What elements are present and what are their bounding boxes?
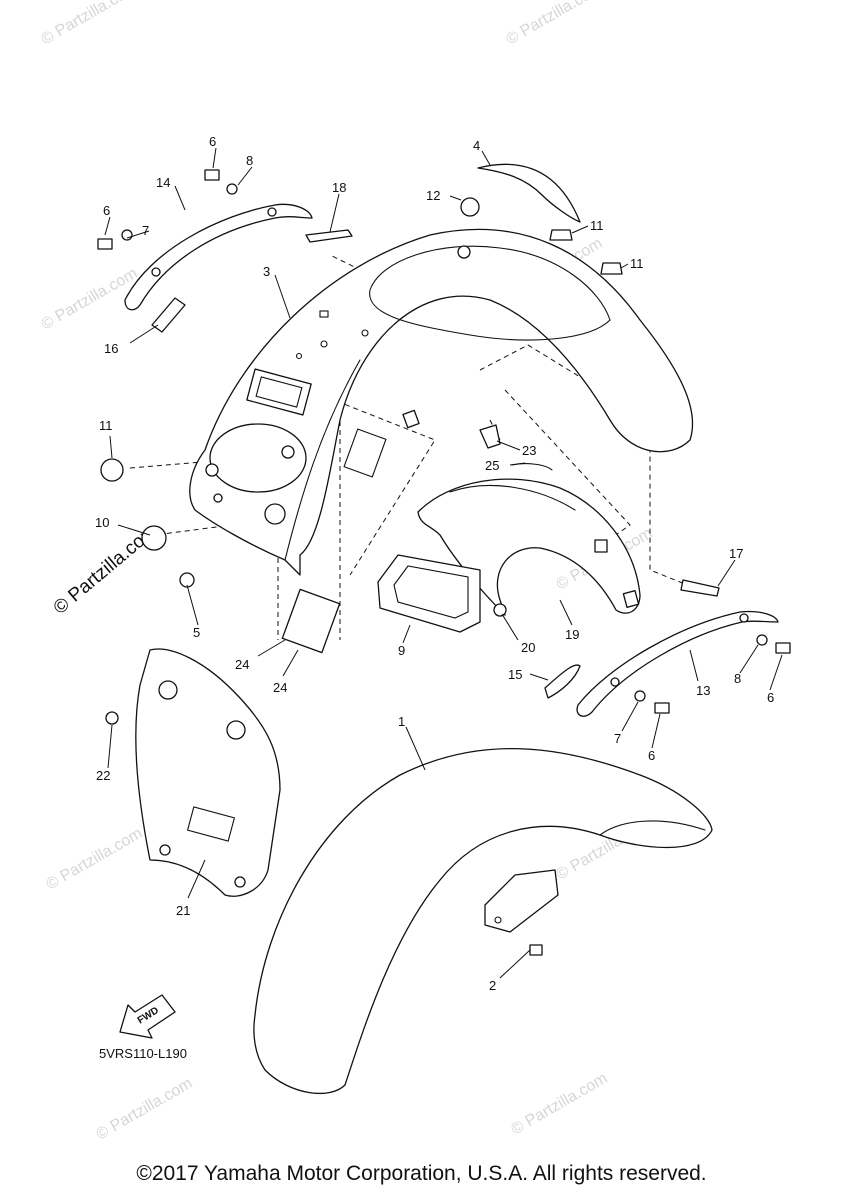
callout-15: 15 bbox=[508, 667, 522, 682]
callout-8: 8 bbox=[734, 671, 741, 686]
callout-6: 6 bbox=[209, 134, 216, 149]
fwd-arrow-icon: FWD bbox=[119, 994, 176, 1039]
callout-13: 13 bbox=[696, 683, 710, 698]
pad bbox=[377, 554, 481, 633]
callout-6: 6 bbox=[103, 203, 110, 218]
callout-6: 6 bbox=[767, 690, 774, 705]
callout-5: 5 bbox=[193, 625, 200, 640]
side-cover bbox=[135, 648, 281, 897]
callout-16: 16 bbox=[104, 341, 118, 356]
watermark: © Partzilla.com bbox=[509, 1070, 611, 1139]
callout-1: 1 bbox=[398, 714, 405, 729]
callout-11: 11 bbox=[590, 218, 604, 233]
callout-3: 3 bbox=[263, 264, 270, 279]
callout-4: 4 bbox=[473, 138, 480, 153]
callout-9: 9 bbox=[398, 643, 405, 658]
watermark: © Partzilla.com bbox=[44, 825, 146, 894]
fender-trim bbox=[477, 163, 581, 223]
callout-7: 7 bbox=[614, 731, 621, 746]
callout-20: 20 bbox=[521, 640, 535, 655]
left-rail bbox=[124, 203, 313, 311]
callout-6: 6 bbox=[648, 748, 655, 763]
callout-2: 2 bbox=[489, 978, 496, 993]
callout-7: 7 bbox=[142, 223, 149, 238]
callout-8: 8 bbox=[246, 153, 253, 168]
inner-fender-bracket bbox=[417, 478, 641, 616]
callout-19: 19 bbox=[565, 627, 579, 642]
leader-lines bbox=[104, 147, 783, 979]
watermark: © Partzilla.com bbox=[504, 0, 606, 48]
rear-fender bbox=[189, 228, 694, 576]
watermark: © Partzilla.com bbox=[94, 1075, 196, 1144]
callout-24: 24 bbox=[273, 680, 287, 695]
watermark: © Partzilla.com bbox=[39, 0, 141, 48]
callout-23: 23 bbox=[522, 443, 536, 458]
callouts: 1 2 3 4 5 6 6 6 6 7 7 8 8 9 10 11 11 11 … bbox=[95, 134, 774, 993]
callout-22: 22 bbox=[96, 768, 110, 783]
right-rail bbox=[576, 610, 779, 717]
drawing-number: 5VRS110-L190 bbox=[99, 1046, 187, 1061]
callout-11: 11 bbox=[630, 256, 644, 271]
callout-25: 25 bbox=[485, 458, 499, 473]
callout-18: 18 bbox=[332, 180, 346, 195]
hardware bbox=[97, 169, 791, 956]
copyright-notice: ©2017 Yamaha Motor Corporation, U.S.A. A… bbox=[136, 1162, 707, 1185]
callout-10: 10 bbox=[95, 515, 109, 530]
front-fender bbox=[253, 748, 713, 1095]
callout-11: 11 bbox=[99, 418, 113, 433]
callout-12: 12 bbox=[426, 188, 440, 203]
callout-21: 21 bbox=[176, 903, 190, 918]
callout-24: 24 bbox=[235, 657, 249, 672]
callout-14: 14 bbox=[156, 175, 170, 190]
callout-17: 17 bbox=[729, 546, 743, 561]
